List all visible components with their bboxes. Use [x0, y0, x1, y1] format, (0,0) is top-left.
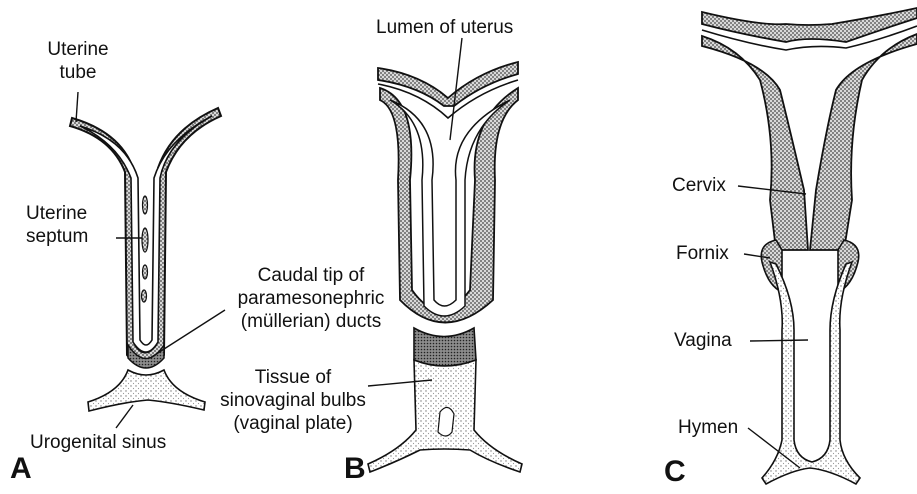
- label-uterine-tube-line2: tube: [40, 61, 116, 84]
- panel-letter-a: A: [10, 452, 32, 486]
- panel-c-uterine-wall-left: [702, 36, 808, 250]
- panel-a-septum-fragment: [142, 290, 147, 302]
- label-hymen: Hymen: [678, 416, 738, 439]
- label-sinovaginal-tissue: Tissue of sinovaginal bulbs (vaginal pla…: [216, 366, 370, 435]
- label-uterine-tube-line1: Uterine: [40, 38, 116, 61]
- label-uterine-septum: Uterine septum: [26, 202, 88, 248]
- label-uterine-septum-line2: septum: [26, 225, 88, 248]
- leader-vagina: [750, 340, 808, 341]
- label-uterine-tube: Uterine tube: [40, 38, 116, 84]
- label-vagina: Vagina: [674, 329, 732, 352]
- label-uterine-septum-line1: Uterine: [26, 202, 88, 225]
- panel-a-septum-fragment: [142, 228, 148, 252]
- label-lumen-of-uterus: Lumen of uterus: [376, 16, 513, 39]
- label-urogenital-sinus: Urogenital sinus: [30, 431, 166, 454]
- panel-c-drawing: [702, 8, 917, 484]
- label-sinovaginal-line3: (vaginal plate): [216, 412, 370, 435]
- panel-b-caudal-tip: [414, 328, 476, 366]
- leader-uterine-tube: [76, 92, 78, 122]
- leader-urogenital-sinus: [116, 405, 133, 428]
- panel-a-septum-fragment: [143, 196, 148, 214]
- label-cervix: Cervix: [672, 174, 726, 197]
- label-fornix: Fornix: [676, 242, 729, 265]
- panel-c-uterine-wall-right: [810, 34, 917, 250]
- panel-letter-c: C: [664, 455, 686, 489]
- panel-b-tube-arms: [378, 62, 518, 106]
- label-caudal-tip-line2: paramesonephric: [220, 287, 402, 310]
- panel-a-septum-fragment: [143, 265, 148, 279]
- label-caudal-tip-line3: (müllerian) ducts: [220, 310, 402, 333]
- label-sinovaginal-line2: sinovaginal bulbs: [216, 389, 370, 412]
- panel-a-urogenital-sinus: [88, 370, 205, 411]
- panel-b-vaginal-plate-hole: [438, 407, 454, 436]
- label-caudal-tip-line1: Caudal tip of: [220, 264, 402, 287]
- label-caudal-tip: Caudal tip of paramesonephric (müllerian…: [220, 264, 402, 333]
- panel-letter-b: B: [344, 452, 366, 486]
- label-sinovaginal-line1: Tissue of: [216, 366, 370, 389]
- panel-a-drawing: [70, 108, 221, 411]
